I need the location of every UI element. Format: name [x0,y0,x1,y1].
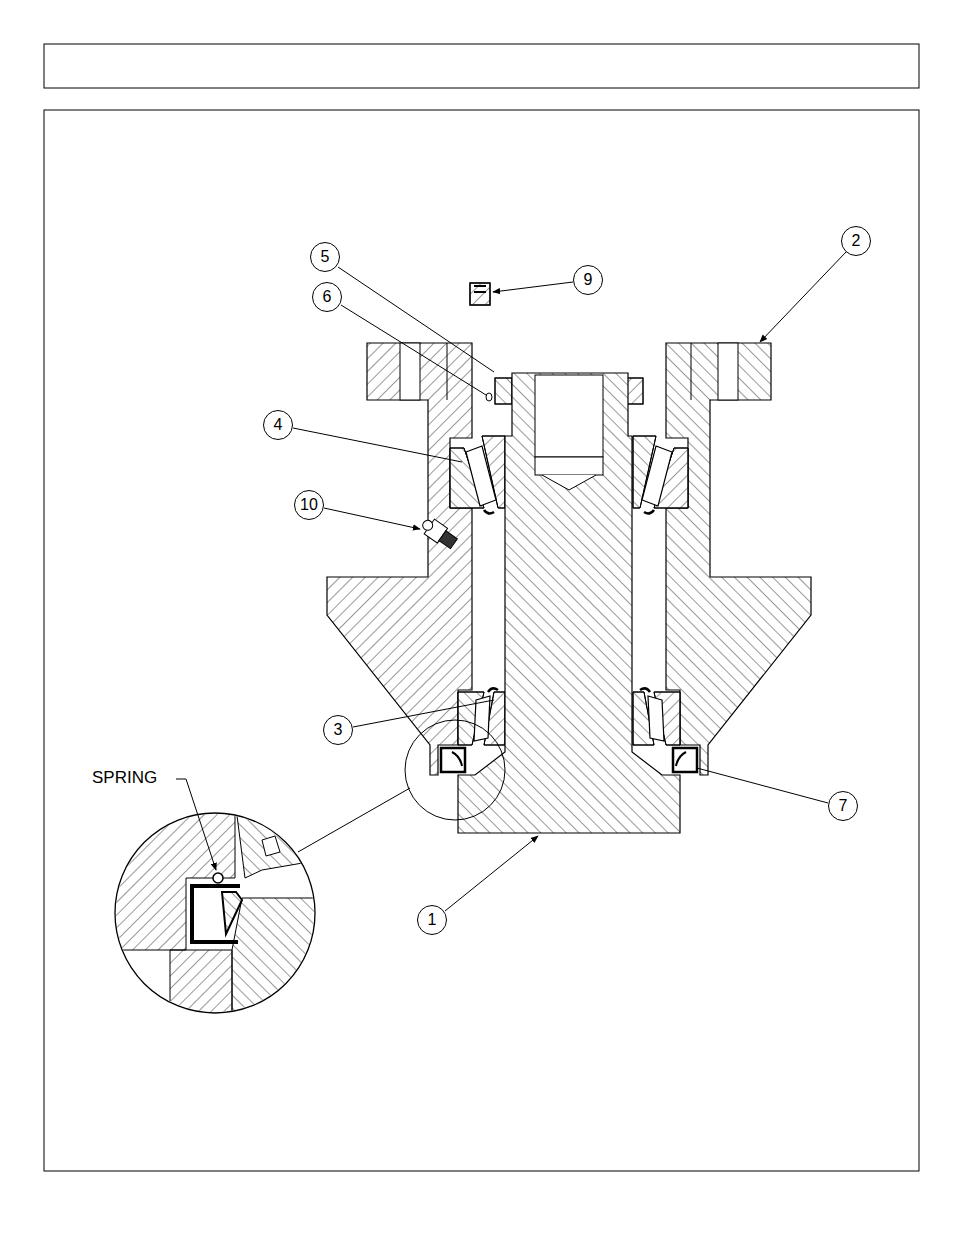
callout-circle: 4 [263,410,293,440]
callout-circle: 7 [828,791,858,821]
callout-circle: 5 [310,242,340,272]
callout-number: 2 [852,233,861,249]
callout-circle: 6 [312,282,342,312]
callout-circle: 9 [573,265,603,295]
callout-number: 9 [584,272,593,288]
callout-circle: 2 [841,226,871,256]
part-label: SPRING [91,769,158,788]
callout-number: 7 [839,798,848,814]
callout-number: 4 [274,417,283,433]
callout-number: 3 [334,722,343,738]
callout-number: 5 [321,249,330,265]
callout-circle: 3 [323,715,353,745]
callout-circle: 10 [294,490,324,520]
callout-number: 6 [323,289,332,305]
callout-circle: 1 [417,905,447,935]
callout-number: 10 [300,497,318,513]
callout-number: 1 [428,912,437,928]
